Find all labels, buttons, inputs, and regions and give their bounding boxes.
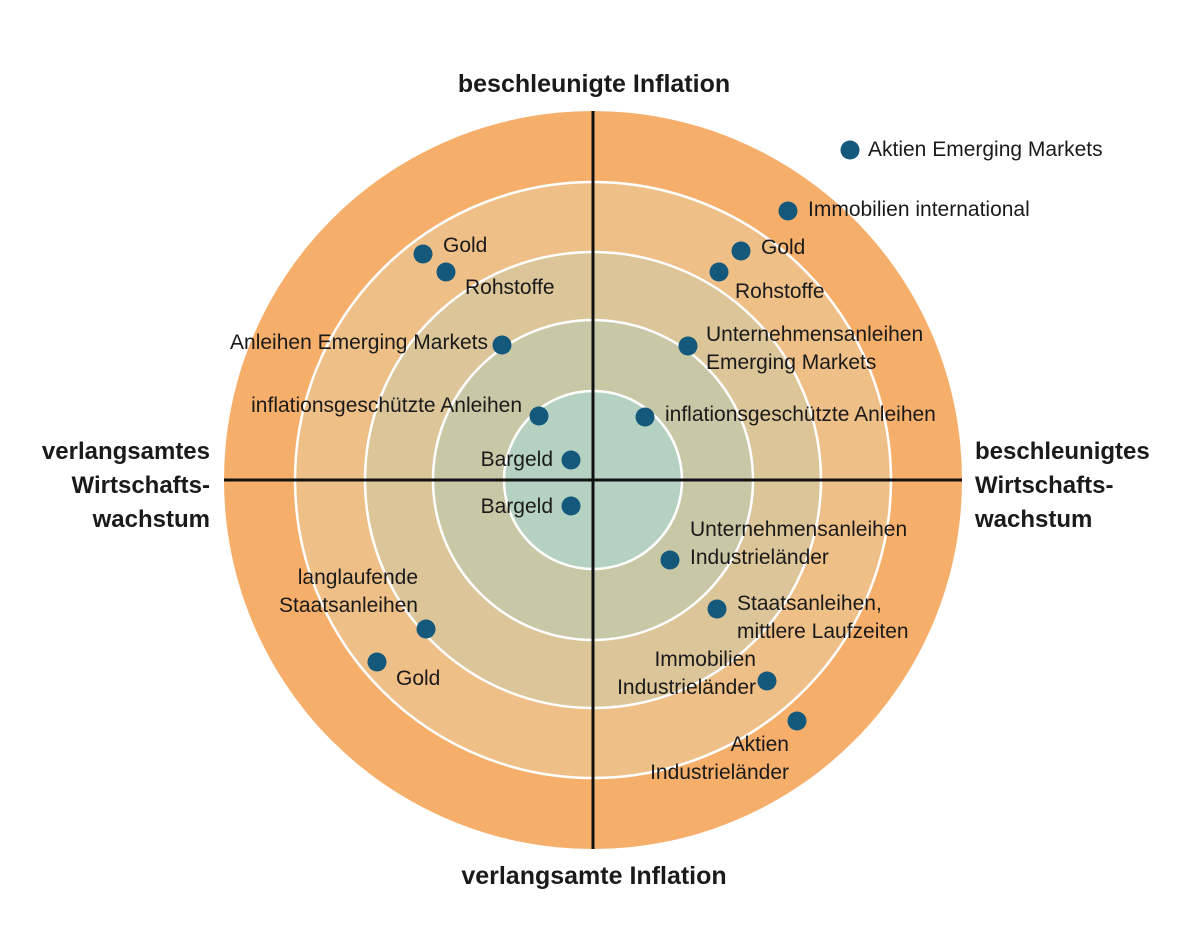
data-point-label-inflationsgeschuetzte-anleihen-links: inflationsgeschützte Anleihen [251, 394, 522, 417]
data-point-label-unternehmensanleihen-emerging-markets: Unternehmensanleihen Emerging Markets [706, 323, 924, 374]
data-point-label-inflationsgeschuetzte-anleihen-rechts: inflationsgeschützte Anleihen [665, 403, 936, 426]
data-point-label-aktien-industrielaender: Aktien Industrieländer [650, 733, 789, 784]
axis-label-top: beschleunigte Inflation [457, 70, 731, 98]
data-point-bargeld-oben [561, 450, 581, 470]
data-point-label-aktien-emerging-markets: Aktien Emerging Markets [868, 138, 1103, 161]
data-point-rohstoffe-oben-rechts [709, 262, 729, 282]
axis-label-bottom: verlangsamte Inflation [461, 862, 727, 890]
data-point-anleihen-emerging-markets [492, 335, 512, 355]
axis-label-left: verlangsamtes Wirtschafts- wachstum [41, 438, 210, 533]
data-point-unternehmensanleihen-industrielaender [660, 550, 680, 570]
data-point-rohstoffe-oben-links [436, 262, 456, 282]
data-point-label-staatsanleihen-mittlere-laufzeiten: Staatsanleihen, mittlere Laufzeiten [737, 592, 909, 643]
data-point-label-gold-oben-rechts: Gold [761, 236, 806, 259]
data-point-bargeld-unten [561, 496, 581, 516]
data-point-label-gold-oben-links: Gold [443, 234, 488, 257]
data-point-inflationsgeschuetzte-anleihen-rechts [635, 407, 655, 427]
data-point-aktien-industrielaender [787, 711, 807, 731]
axis-label-right: beschleunigtes Wirtschafts- wachstum [975, 438, 1150, 533]
data-point-label-langlaufende-staatsanleihen: langlaufende Staatsanleihen [279, 566, 418, 617]
data-point-immobilien-international [778, 201, 798, 221]
data-point-label-anleihen-emerging-markets: Anleihen Emerging Markets [230, 331, 488, 354]
data-point-gold-oben-links [413, 244, 433, 264]
data-point-immobilien-industrielaender [757, 671, 777, 691]
data-point-label-gold-unten-links: Gold [396, 667, 441, 690]
data-point-label-bargeld-unten: Bargeld [480, 495, 553, 518]
data-point-label-unternehmensanleihen-industrielaender: Unternehmensanleihen Industrieländer [690, 518, 908, 569]
data-point-unternehmensanleihen-emerging-markets [678, 336, 698, 356]
data-point-langlaufende-staatsanleihen [416, 619, 436, 639]
data-point-gold-oben-rechts [731, 241, 751, 261]
data-point-label-rohstoffe-oben-links: Rohstoffe [465, 276, 555, 299]
data-point-label-immobilien-industrielaender: Immobilien Industrieländer [617, 648, 756, 699]
data-point-inflationsgeschuetzte-anleihen-links [529, 406, 549, 426]
data-point-label-rohstoffe-oben-rechts: Rohstoffe [735, 280, 825, 303]
data-point-aktien-emerging-markets [840, 140, 860, 160]
data-point-label-bargeld-oben: Bargeld [480, 448, 553, 471]
data-point-staatsanleihen-mittlere-laufzeiten [707, 599, 727, 619]
data-point-gold-unten-links [367, 652, 387, 672]
data-point-label-immobilien-international: Immobilien international [808, 198, 1030, 221]
